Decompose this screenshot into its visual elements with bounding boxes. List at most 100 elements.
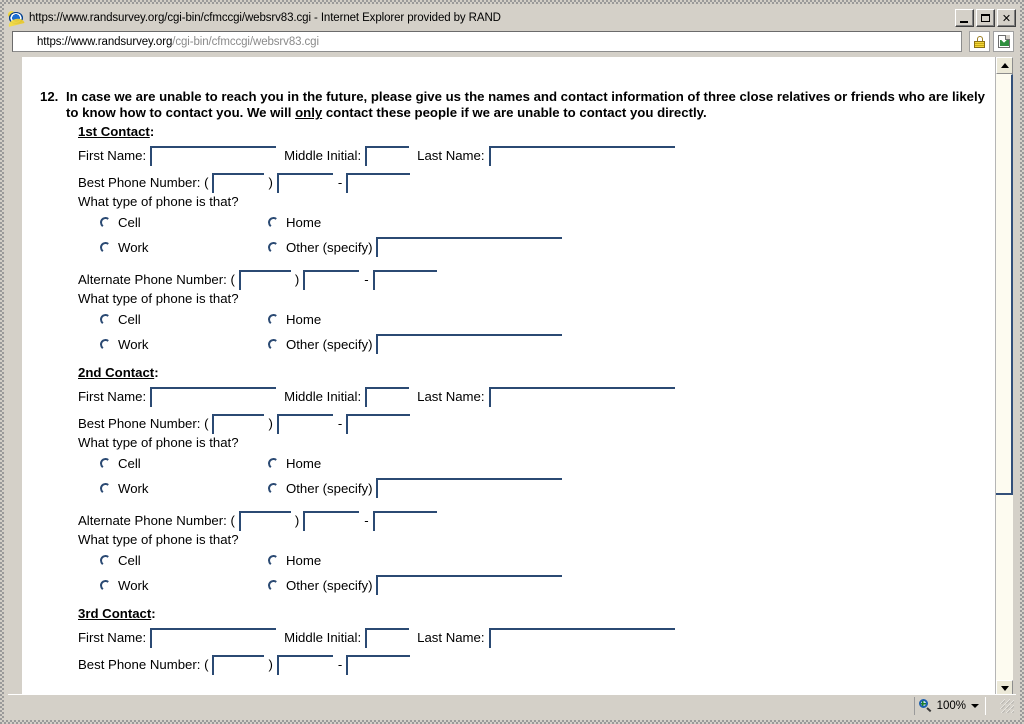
contact-2-alt-phone-line-input[interactable] [372, 510, 437, 531]
address-input[interactable]: https://www.randsurvey.org/cgi-bin/cfmcc… [12, 31, 962, 52]
contact-2-best-cell-option[interactable]: Cell [78, 456, 268, 471]
radio-icon[interactable] [267, 216, 280, 229]
contact-1-middle-initial-input[interactable] [365, 145, 410, 166]
contact-1-best-other-input[interactable] [376, 237, 563, 258]
radio-icon[interactable] [267, 457, 280, 470]
contact-2-middle-initial-input[interactable] [365, 386, 410, 407]
close-button[interactable]: ✕ [997, 9, 1016, 27]
security-lock-button[interactable] [969, 31, 990, 52]
compatibility-view-button[interactable] [993, 31, 1014, 52]
contact-1-alt-phone-prefix-input[interactable] [303, 269, 360, 290]
paren-close-5: ) [268, 656, 273, 672]
contact-1-alt-work-option[interactable]: Work [78, 337, 268, 352]
contact-2-last-name-input[interactable] [488, 386, 675, 407]
contact-1-heading-colon: : [149, 123, 155, 139]
contact-1-best-home-option[interactable]: Home [267, 215, 321, 230]
contact-2-first-name-input[interactable] [150, 386, 277, 407]
contact-2-best-phone-line-input[interactable] [346, 413, 411, 434]
contact-1-alt-home-option[interactable]: Home [267, 312, 321, 327]
other-label: Other (specify) [286, 480, 373, 496]
contact-2-best-home-option[interactable]: Home [267, 456, 321, 471]
contact-2-alt-home-option[interactable]: Home [267, 553, 321, 568]
contact-2-alt-other-option[interactable]: Other (specify) [267, 575, 563, 596]
maximize-button[interactable] [976, 9, 995, 27]
radio-icon[interactable] [99, 457, 112, 470]
contact-2-alt-phone-prefix-input[interactable] [303, 510, 360, 531]
cell-label: Cell [118, 455, 141, 471]
contact-2-alt-cell-option[interactable]: Cell [78, 553, 268, 568]
contact-3-name-row: First Name: Middle Initial: Last Name: [78, 624, 995, 648]
address-favicon-icon [16, 34, 32, 50]
contact-3-best-phone-line-input[interactable] [346, 654, 411, 675]
contact-2-best-phone-prefix-input[interactable] [276, 413, 333, 434]
contact-2-best-other-option[interactable]: Other (specify) [267, 478, 563, 499]
minimize-button[interactable] [955, 9, 974, 27]
contact-2-name-row: First Name: Middle Initial: Last Name: [78, 383, 995, 407]
contact-1-best-phone-prefix-input[interactable] [276, 172, 333, 193]
radio-icon[interactable] [267, 554, 280, 567]
radio-icon[interactable] [267, 338, 280, 351]
scroll-thumb[interactable] [996, 74, 1013, 495]
contact-1-best-work-option[interactable]: Work [78, 240, 268, 255]
dash-5: - [337, 656, 343, 672]
contact-1-best-phone-area-input[interactable] [212, 172, 265, 193]
radio-icon[interactable] [99, 482, 112, 495]
contact-1-heading: 1st Contact: [78, 124, 995, 139]
best-phone-label: Best Phone Number: ( [78, 656, 209, 672]
contact-1-alt-other-option[interactable]: Other (specify) [267, 334, 563, 355]
contact-2-alt-other-input[interactable] [376, 575, 563, 596]
contact-2-alt-phone-area-input[interactable] [238, 510, 291, 531]
contact-2-alt-type-row-1: Cell Home [78, 548, 995, 573]
radio-icon[interactable] [267, 482, 280, 495]
work-label: Work [118, 336, 149, 352]
contact-1-alt-phone-type-question: What type of phone is that? [78, 290, 239, 306]
contact-2-best-phone-type-question: What type of phone is that? [78, 434, 239, 450]
scroll-up-button[interactable] [996, 57, 1013, 74]
radio-icon[interactable] [267, 579, 280, 592]
contact-3-last-name-input[interactable] [488, 627, 675, 648]
url-domain: https://www.randsurvey.org [37, 35, 173, 48]
radio-icon[interactable] [99, 554, 112, 567]
contact-2-alt-work-option[interactable]: Work [78, 578, 268, 593]
zoom-control[interactable]: 100% [913, 696, 986, 715]
scroll-down-button[interactable] [996, 680, 1013, 697]
contact-1-best-cell-option[interactable]: Cell [78, 215, 268, 230]
middle-initial-label: Middle Initial: [284, 147, 362, 163]
contact-1-best-other-option[interactable]: Other (specify) [267, 237, 563, 258]
contact-3-heading: 3rd Contact: [78, 606, 995, 621]
contact-3-first-name-input[interactable] [150, 627, 277, 648]
other-label: Other (specify) [286, 577, 373, 593]
radio-icon[interactable] [99, 338, 112, 351]
radio-icon[interactable] [99, 313, 112, 326]
contact-1-last-name-input[interactable] [488, 145, 675, 166]
question-text-part2: contact these people if we are unable to… [322, 105, 707, 121]
chevron-down-icon[interactable] [971, 703, 979, 708]
contact-1-alt-cell-option[interactable]: Cell [78, 312, 268, 327]
contact-2-best-work-option[interactable]: Work [78, 481, 268, 496]
radio-icon[interactable] [267, 313, 280, 326]
contact-2-alt-phone-type-question: What type of phone is that? [78, 531, 239, 547]
scroll-track[interactable] [996, 74, 1013, 680]
contact-1-first-name-input[interactable] [150, 145, 277, 166]
contact-3-middle-initial-input[interactable] [365, 627, 410, 648]
alt-phone-label: Alternate Phone Number: ( [78, 271, 235, 287]
contact-1-alt-other-input[interactable] [376, 334, 563, 355]
radio-icon[interactable] [99, 241, 112, 254]
dash-4: - [364, 512, 369, 528]
radio-icon[interactable] [99, 216, 112, 229]
contact-1-alt-type-row-1: Cell Home [78, 307, 995, 332]
radio-icon[interactable] [267, 241, 280, 254]
paren-close-2: ) [294, 271, 300, 287]
contact-2-best-phone-area-input[interactable] [212, 413, 265, 434]
dash-2: - [364, 271, 369, 287]
vertical-scrollbar[interactable] [995, 57, 1013, 697]
contact-3-best-phone-area-input[interactable] [212, 654, 265, 675]
contact-3-best-phone-prefix-input[interactable] [276, 654, 333, 675]
zoom-level-label: 100% [936, 699, 966, 712]
radio-icon[interactable] [99, 579, 112, 592]
contact-2-best-other-input[interactable] [376, 478, 563, 499]
contact-1-best-phone-line-input[interactable] [346, 172, 411, 193]
contact-1-alt-phone-area-input[interactable] [238, 269, 291, 290]
resize-grip-icon[interactable] [1000, 698, 1014, 713]
contact-1-alt-phone-line-input[interactable] [372, 269, 437, 290]
